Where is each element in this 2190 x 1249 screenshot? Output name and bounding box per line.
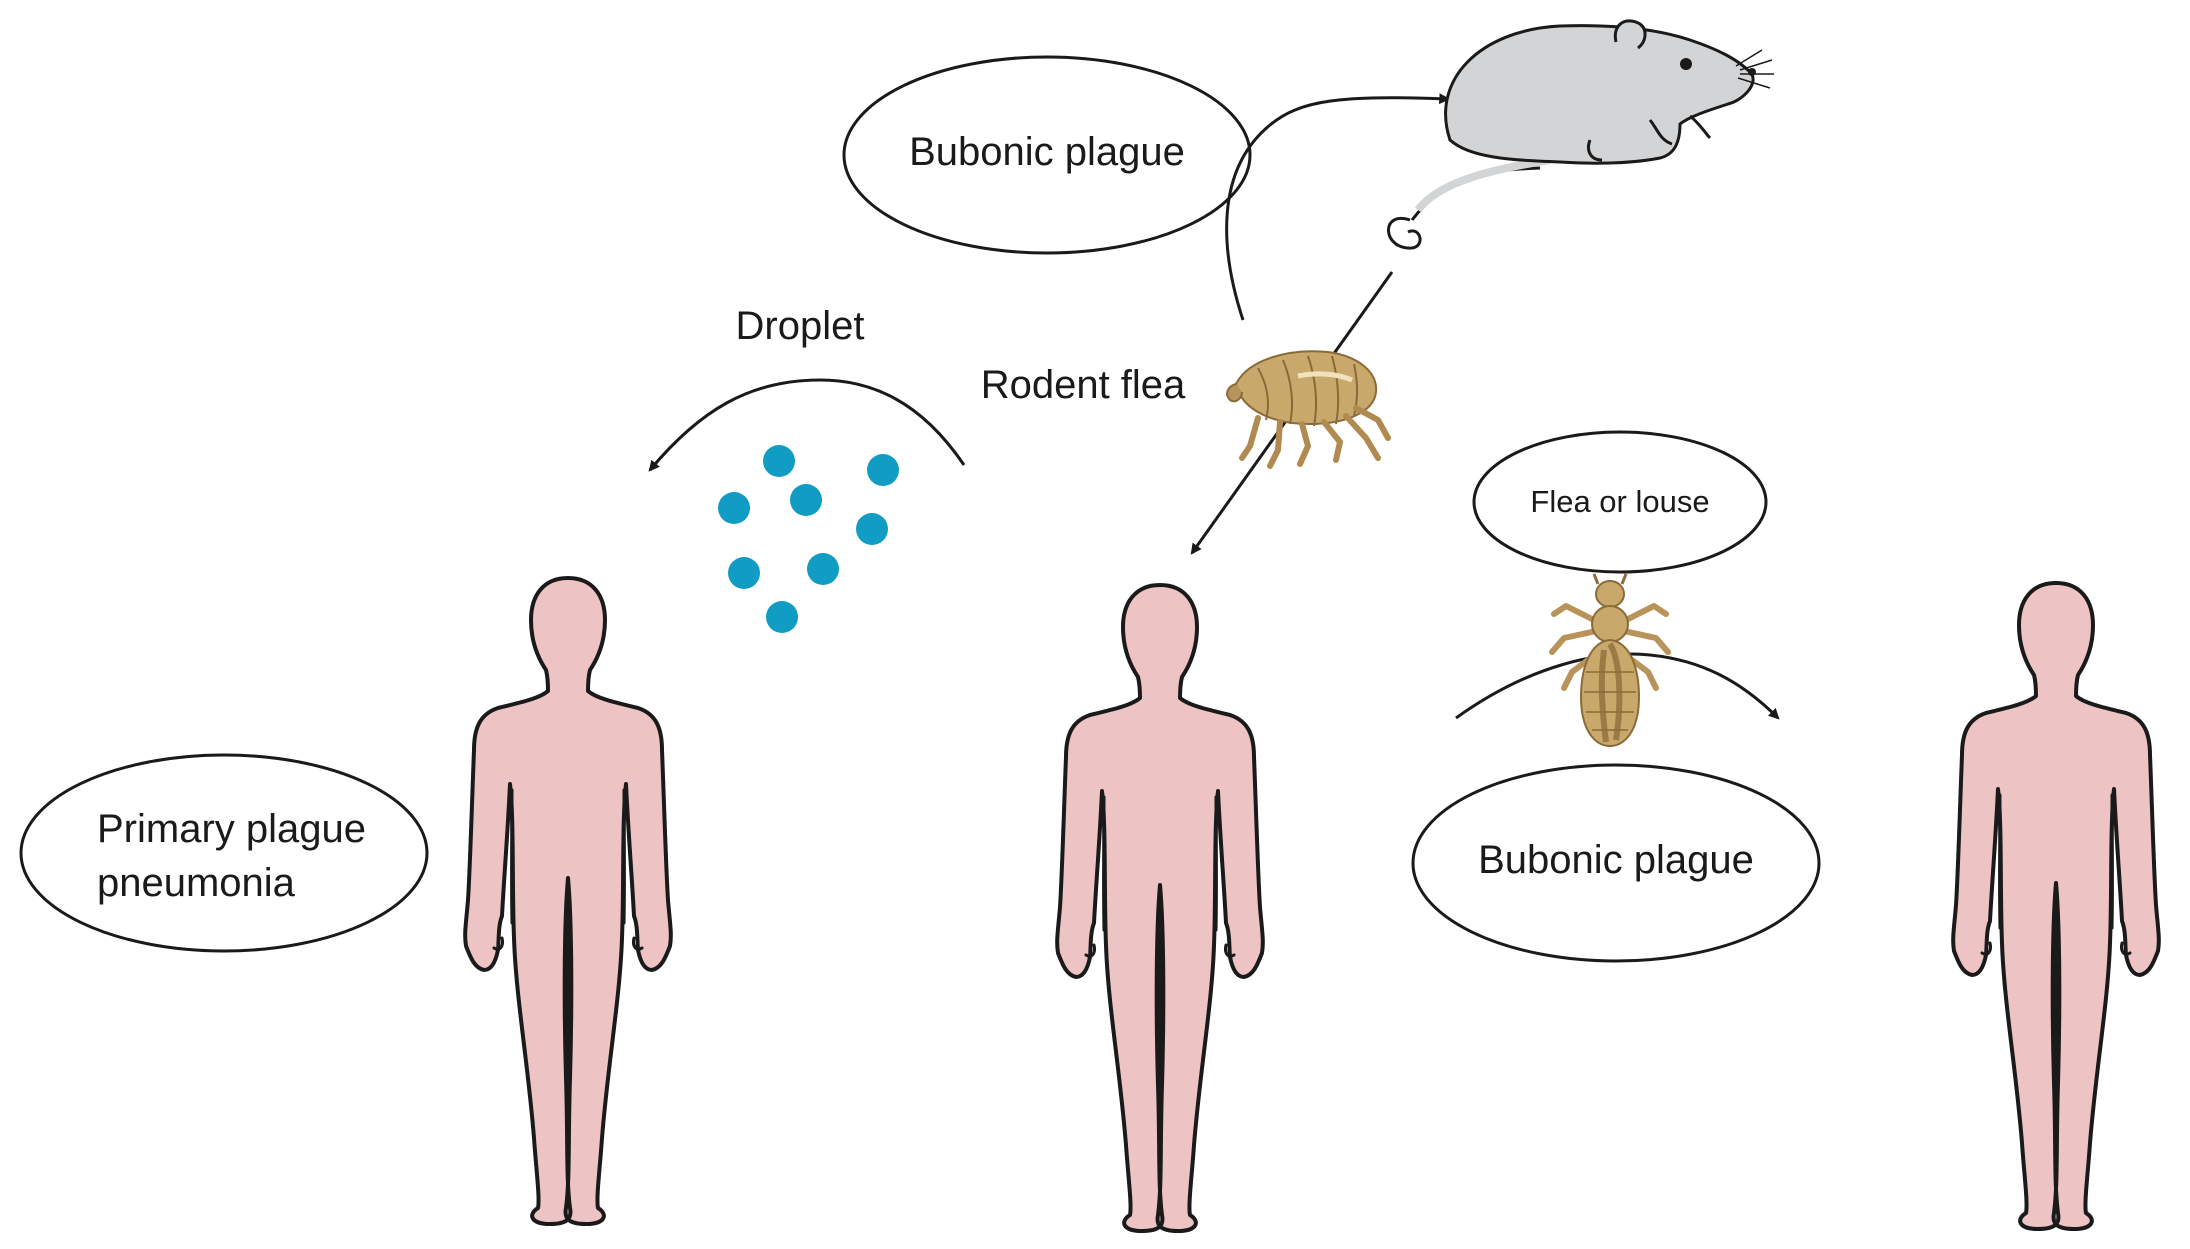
primary-plague-pneumonia-node: Primary plague pneumonia [19,753,429,953]
louse-icon [1552,574,1668,746]
flea-or-louse-node: Flea or louse [1472,430,1768,574]
human-figure-icon [463,576,673,1226]
rodent-icon [1387,19,1774,250]
droplet-icon [807,553,839,585]
droplet-icon [856,513,888,545]
flea-or-louse-label: Flea or louse [1530,484,1709,519]
rodent-flea-label: Rodent flea [981,363,1186,407]
bubonic-plague-right-node: Bubonic plague [1411,763,1821,963]
droplet-icon [763,445,795,477]
droplet-icon [728,557,760,589]
droplet-cluster [718,445,899,633]
human-figure-icon [1951,581,2161,1231]
human-figure-left [463,576,673,1226]
droplet-icon [766,601,798,633]
primary-plague-label-line2: pneumonia [97,861,296,905]
droplet-arrow [648,378,966,472]
human-to-human-vector-arrow [1455,652,1780,720]
droplet-icon [718,492,750,524]
human-figure-icon [1055,583,1265,1233]
droplet-icon [867,454,899,486]
bubonic-plague-top-label: Bubonic plague [909,130,1185,174]
primary-plague-label-line1: Primary plague [97,807,366,851]
droplet-label: Droplet [736,304,865,348]
droplet-icon [790,484,822,516]
bubonic-plague-top-node: Bubonic plague [842,55,1252,255]
flea-icon [1227,351,1388,466]
human-figure-middle [1055,583,1265,1233]
human-figure-right [1951,581,2161,1231]
flea-to-rodent-arrow [1225,93,1451,321]
bubonic-plague-right-label: Bubonic plague [1478,838,1754,882]
